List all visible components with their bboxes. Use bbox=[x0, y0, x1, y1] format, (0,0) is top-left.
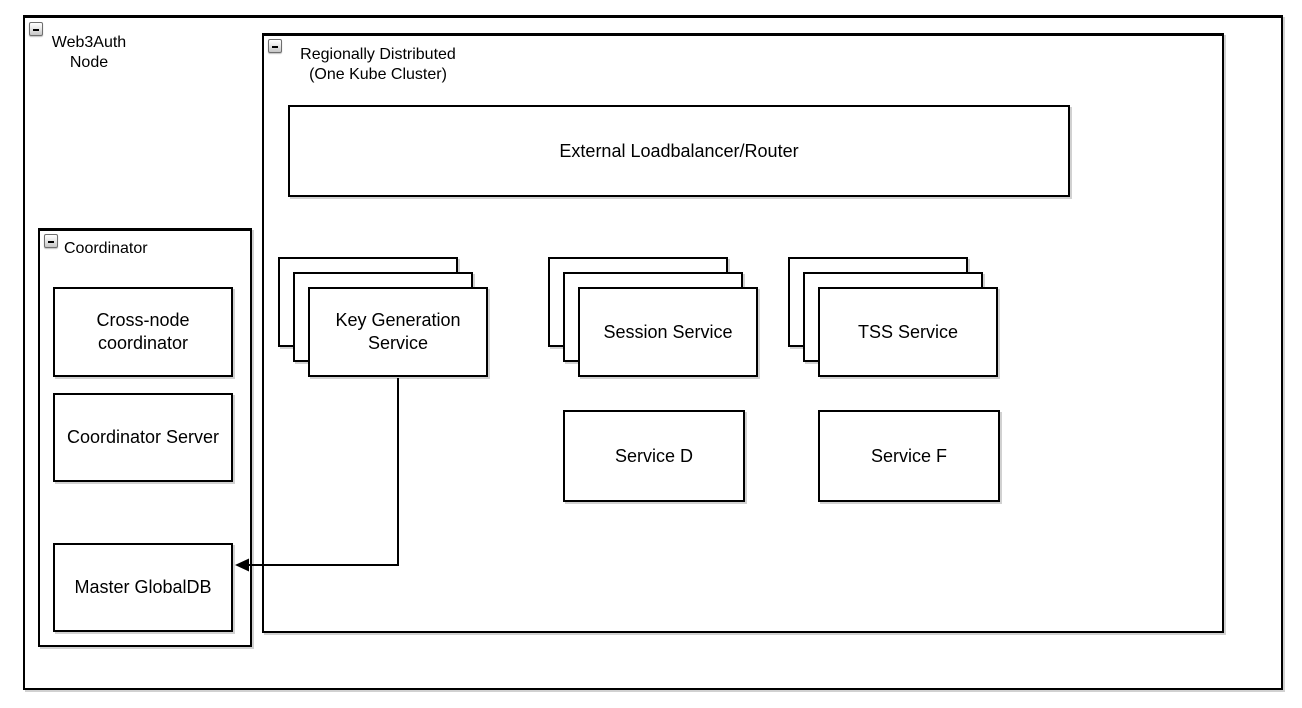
collapse-icon[interactable] bbox=[29, 22, 43, 36]
box-key-generation-service[interactable]: Key Generation Service bbox=[308, 287, 488, 377]
container-coordinator[interactable]: Coordinator Cross-node coordinator Coord… bbox=[38, 228, 252, 647]
region-label: Regionally Distributed (One Kube Cluster… bbox=[300, 46, 456, 83]
coordinator-label: Coordinator bbox=[64, 240, 148, 257]
master-globaldb-label: Master GlobalDB bbox=[74, 577, 212, 597]
box-tss-service[interactable]: TSS Service bbox=[818, 287, 998, 377]
box-cross-node-coordinator[interactable]: Cross-node coordinator bbox=[53, 287, 233, 377]
box-session-service[interactable]: Session Service bbox=[578, 287, 758, 377]
box-coordinator-server[interactable]: Coordinator Server bbox=[53, 393, 233, 482]
collapse-icon[interactable] bbox=[44, 234, 58, 248]
box-external-loadbalancer[interactable]: External Loadbalancer/Router bbox=[288, 105, 1070, 197]
cross-node-coordinator-label: Cross-node coordinator bbox=[96, 310, 190, 353]
container-regionally-distributed[interactable]: Regionally Distributed (One Kube Cluster… bbox=[262, 33, 1224, 633]
loadbalancer-label: External Loadbalancer/Router bbox=[559, 140, 799, 161]
coordinator-server-label: Coordinator Server bbox=[66, 427, 220, 447]
service-d-label: Service D bbox=[614, 445, 694, 466]
minus-bar bbox=[48, 241, 54, 243]
tss-service-label: TSS Service bbox=[857, 321, 959, 342]
minus-bar bbox=[272, 46, 278, 48]
collapse-icon[interactable] bbox=[268, 39, 282, 53]
service-f-label: Service F bbox=[870, 445, 948, 466]
session-service-label: Session Service bbox=[603, 321, 733, 342]
box-service-d[interactable]: Service D bbox=[563, 410, 745, 502]
box-service-f[interactable]: Service F bbox=[818, 410, 1000, 502]
keygen-service-label: Key Generation Service bbox=[335, 310, 461, 353]
box-master-globaldb[interactable]: Master GlobalDB bbox=[53, 543, 233, 632]
minus-bar bbox=[33, 29, 39, 31]
web3auth-node-label: Web3Auth Node bbox=[51, 34, 127, 71]
